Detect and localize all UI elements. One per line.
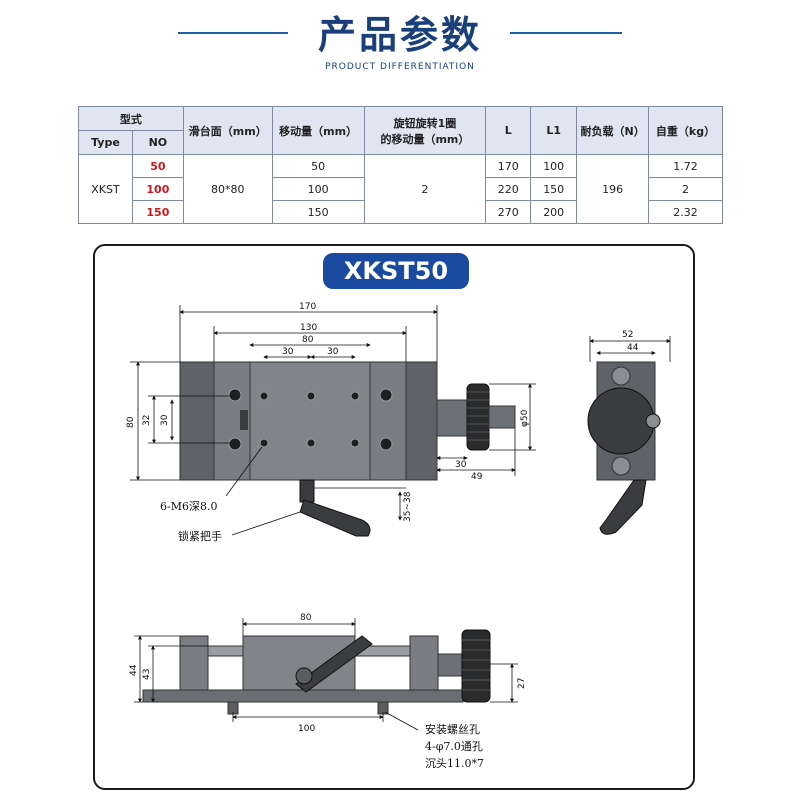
header-load: 耐负载（N） bbox=[576, 106, 650, 155]
dim-100: 100 bbox=[298, 724, 315, 734]
lock-handle-note: 锁紧把手 bbox=[178, 529, 222, 543]
cell-l: 220 bbox=[485, 177, 532, 201]
dim-170: 170 bbox=[299, 302, 316, 312]
header-l1: L1 bbox=[530, 106, 578, 155]
front-handle-pivot bbox=[295, 667, 313, 685]
counterbore-hole bbox=[379, 437, 393, 451]
cell-weight: 2 bbox=[648, 177, 723, 201]
model-badge: XKST50 bbox=[323, 253, 469, 289]
front-view: 80 44 43 27 100 安装螺丝孔 4-φ7.0通孔 沉头11.0*7 bbox=[129, 613, 527, 770]
side-lock-handle-icon[interactable] bbox=[599, 479, 647, 535]
front-right-block bbox=[409, 635, 439, 691]
slide-table bbox=[249, 361, 371, 481]
cell-no: 150 bbox=[131, 200, 184, 224]
table-row: 150 150 270 200 2.32 bbox=[79, 200, 723, 224]
mounting-hole bbox=[350, 391, 360, 401]
header-knob-travel: 旋钮旋转1圈 的移动量（mm） bbox=[363, 106, 487, 155]
header-rule-left bbox=[178, 32, 288, 34]
header-no: NO bbox=[131, 130, 184, 155]
front-base bbox=[142, 689, 464, 703]
mounting-hole bbox=[259, 438, 269, 448]
cell-l1: 150 bbox=[530, 177, 578, 201]
side-view: 52 44 bbox=[587, 330, 671, 535]
dim-30-vertical: 30 bbox=[160, 414, 170, 426]
dim-80-vertical: 80 bbox=[126, 416, 136, 428]
cell-l1: 200 bbox=[530, 200, 578, 224]
cell-weight: 2.32 bbox=[648, 200, 723, 224]
dim-30-shaft: 30 bbox=[455, 460, 467, 470]
dim-30-left: 30 bbox=[282, 347, 294, 357]
dim-130: 130 bbox=[300, 323, 317, 333]
header-travel: 移动量（mm） bbox=[271, 106, 365, 155]
side-knob-hub bbox=[645, 413, 661, 429]
lock-handle-icon[interactable] bbox=[299, 479, 371, 537]
side-hole-top bbox=[611, 366, 631, 386]
header-knob-line2: 的移动量（mm） bbox=[380, 132, 470, 146]
dim-30-right: 30 bbox=[327, 347, 339, 357]
dim-52: 52 bbox=[622, 330, 633, 340]
section-header: 产品参数 PRODUCT DIFFERENTIATION bbox=[0, 0, 800, 80]
spec-table: 型式 滑台面（mm） 移动量（mm） 旋钮旋转1圈 的移动量（mm） L L1 … bbox=[78, 106, 723, 224]
mounting-hole bbox=[259, 391, 269, 401]
header-l: L bbox=[485, 106, 532, 155]
front-knob-icon[interactable] bbox=[461, 629, 491, 703]
dim-27: 27 bbox=[517, 678, 527, 689]
header-knob-line1: 旋钮旋转1圈 bbox=[393, 116, 457, 130]
cell-load: 196 bbox=[576, 154, 650, 224]
front-shaft bbox=[437, 653, 463, 677]
side-hole-bottom bbox=[611, 456, 631, 476]
cell-no: 100 bbox=[131, 177, 184, 201]
hole-note: 6-M6深8.0 bbox=[160, 500, 217, 513]
dim-44-front: 44 bbox=[129, 664, 139, 676]
mounting-hole bbox=[306, 438, 316, 448]
top-view: 170 130 80 30 30 80 32 30 φ50 30 49 35~3… bbox=[126, 302, 536, 543]
shaft-housing bbox=[436, 399, 468, 437]
front-left-block bbox=[179, 635, 209, 691]
dim-35-38: 35~38 bbox=[403, 491, 413, 522]
header-table-surface: 滑台面（mm） bbox=[182, 106, 273, 155]
mount-note-line1: 安装螺丝孔 bbox=[425, 722, 480, 736]
cell-knob-travel: 2 bbox=[363, 154, 487, 224]
header-model: 型式 bbox=[78, 106, 184, 131]
dim-44-side: 44 bbox=[627, 343, 639, 353]
drawing-panel bbox=[93, 244, 695, 790]
mounting-hole bbox=[350, 438, 360, 448]
cell-travel: 150 bbox=[271, 200, 365, 224]
knob-shaft bbox=[488, 405, 516, 429]
cell-l1: 100 bbox=[530, 154, 578, 178]
mount-note-line2: 4-φ7.0通孔 bbox=[425, 740, 483, 753]
dim-diameter-50: φ50 bbox=[520, 409, 530, 427]
cell-table-surface: 80*80 bbox=[182, 154, 273, 224]
cell-type: XKST bbox=[78, 154, 133, 224]
cell-l: 270 bbox=[485, 200, 532, 224]
dim-80-front: 80 bbox=[300, 613, 312, 623]
dim-32: 32 bbox=[142, 415, 152, 426]
page-title: 产品参数 bbox=[317, 13, 482, 57]
counterbore-hole bbox=[379, 388, 393, 402]
front-lock-handle-icon[interactable] bbox=[295, 635, 373, 693]
dim-43: 43 bbox=[142, 669, 152, 680]
header-weight: 自重（kg） bbox=[648, 106, 723, 155]
cell-no: 50 bbox=[131, 154, 184, 178]
cell-weight: 1.72 bbox=[648, 154, 723, 178]
gib-slot bbox=[240, 410, 248, 430]
header-type: Type bbox=[78, 130, 133, 155]
mount-note-line3: 沉头11.0*7 bbox=[425, 757, 484, 770]
side-knob-icon[interactable] bbox=[587, 387, 655, 455]
dim-80: 80 bbox=[302, 335, 314, 345]
mounting-hole bbox=[306, 391, 316, 401]
right-end-block bbox=[369, 361, 407, 481]
header-rule-right bbox=[510, 32, 622, 34]
counterbore-hole bbox=[228, 437, 242, 451]
page-subtitle: PRODUCT DIFFERENTIATION bbox=[325, 62, 475, 72]
counterbore-hole bbox=[228, 388, 242, 402]
dim-49: 49 bbox=[471, 472, 483, 482]
